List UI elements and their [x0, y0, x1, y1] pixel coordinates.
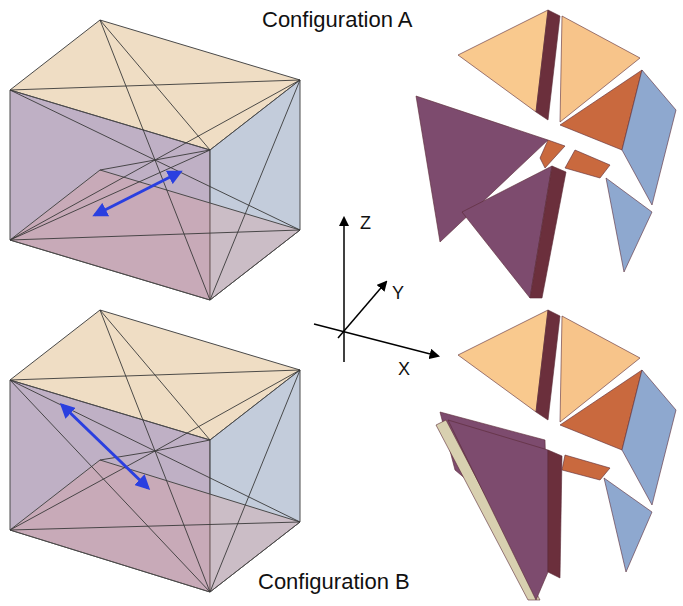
- exploded-b: [436, 310, 676, 600]
- cube-b: [10, 310, 300, 592]
- configuration-title: Configuration A: [262, 8, 412, 32]
- axis-label: Z: [360, 214, 371, 234]
- axes: [314, 218, 438, 362]
- cube-a: [10, 20, 300, 300]
- exploded-a: [416, 10, 676, 298]
- axis-label: Y: [392, 284, 404, 304]
- axis-label: X: [398, 360, 410, 380]
- configuration-title: Configuration B: [258, 570, 410, 594]
